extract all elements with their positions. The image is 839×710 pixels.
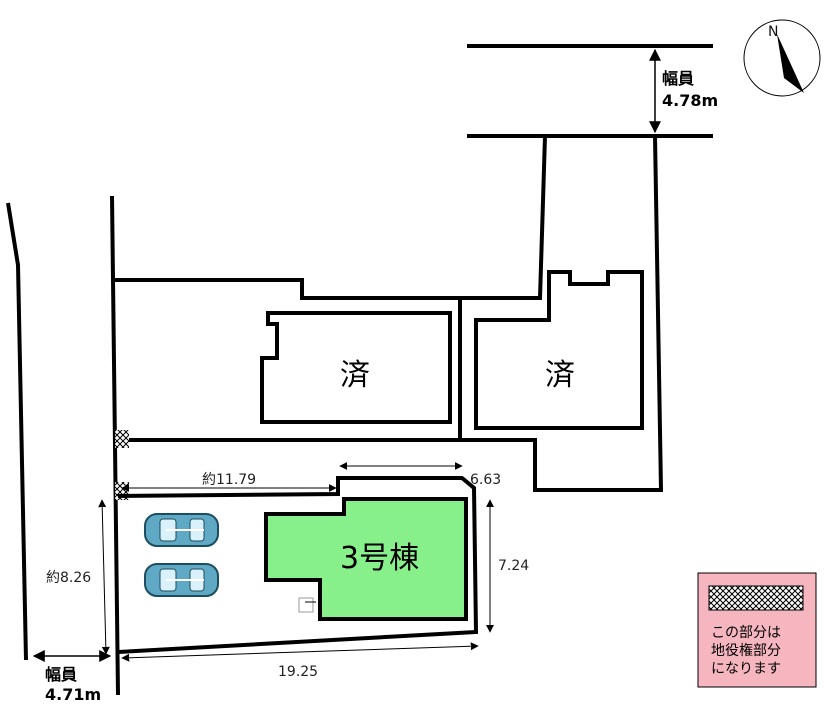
dim-top-left-label: 約11.79 (202, 472, 256, 488)
legend-line-2: 地役権部分 (711, 642, 781, 659)
sold-lot-right-label: 済 (545, 358, 575, 393)
lot3-boundary (117, 476, 479, 654)
dim-bottom-arrow (121, 642, 479, 662)
dim-left-arrow (98, 499, 110, 655)
north-road-width-value: 4.78m (662, 91, 718, 110)
sold-lot-right-boundary (118, 135, 664, 492)
north-label: N (768, 24, 778, 40)
north-road-width-label: 幅員 (662, 69, 694, 88)
car-icon (144, 513, 219, 547)
dim-bottom-label: 19.25 (278, 664, 318, 680)
entrance-mark (298, 597, 314, 613)
dim-top-right-label: 6.63 (470, 472, 501, 488)
legend-hatch-swatch (708, 585, 804, 611)
dim-left-label: 約8.26 (46, 570, 91, 586)
legend-line-1: この部分は (711, 625, 781, 641)
north-arrow-icon: N (743, 19, 821, 97)
west-road-width-label: 幅員 (45, 665, 77, 684)
west-road-line (6, 202, 28, 661)
legend-line-3: になります (711, 661, 781, 677)
sold-building-left (260, 311, 452, 424)
car-icon (144, 563, 219, 597)
house-3 (264, 497, 468, 621)
west-road-width-value: 4.71m (45, 685, 101, 704)
sold-building-right (474, 270, 644, 430)
sold-lot-left-boundary (112, 278, 462, 440)
house-label: 3号棟 (340, 541, 419, 576)
easement-hatch-1 (115, 430, 129, 448)
legend-box: この部分は 地役権部分 になります (697, 572, 817, 688)
sold-lot-left-label: 済 (340, 358, 370, 393)
dim-right-label: 7.24 (498, 558, 529, 574)
